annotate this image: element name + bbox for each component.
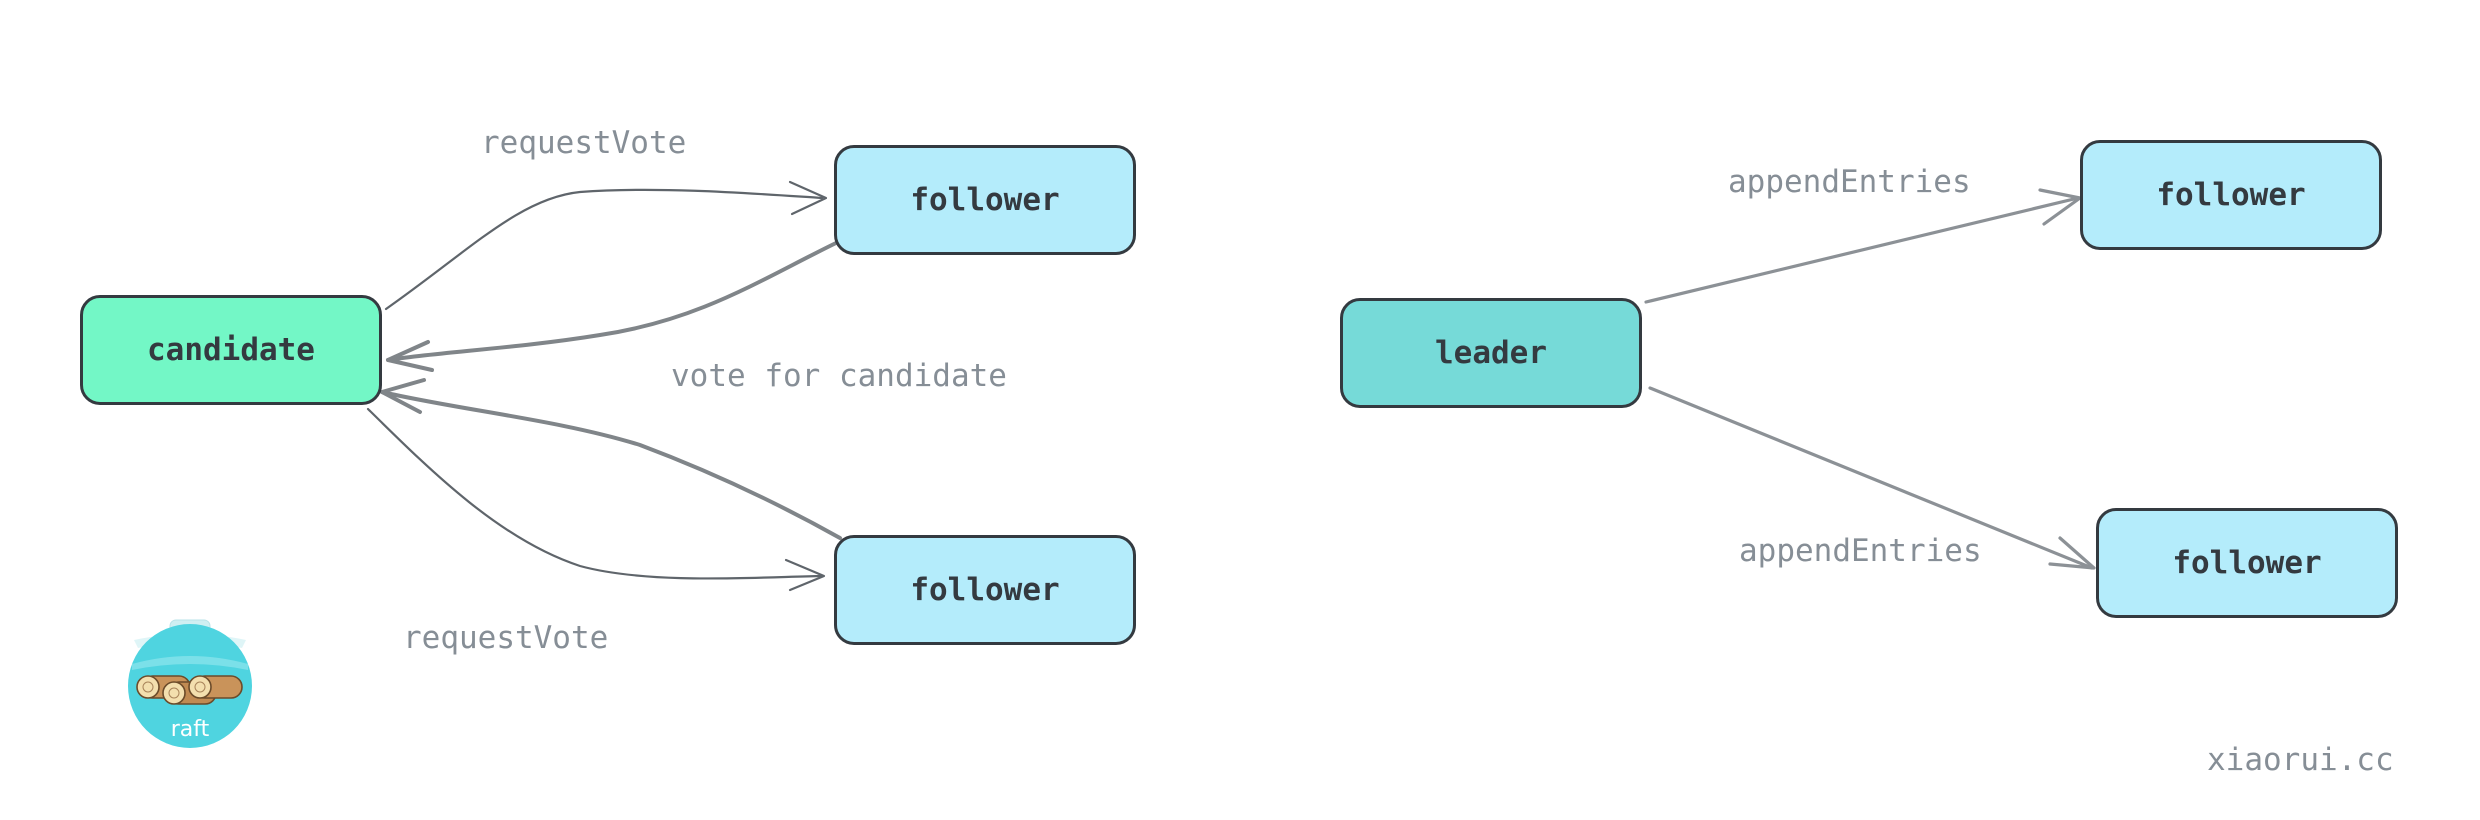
follower-node-right-top: follower	[2080, 140, 2382, 250]
edge-request-vote-top	[384, 188, 824, 311]
edge-request-vote-bottom-arrowhead	[784, 558, 826, 592]
leader-node: leader	[1340, 298, 1642, 408]
label-request-vote-bottom: requestVote	[403, 620, 609, 656]
watermark: xiaorui.cc	[2207, 742, 2394, 778]
edge-append-entries-bottom-arrowhead	[2048, 536, 2096, 570]
candidate-node: candidate	[80, 295, 382, 405]
label-vote-for-candidate: vote for candidate	[671, 358, 1007, 394]
label-append-entries-top: appendEntries	[1728, 164, 1971, 200]
label-append-entries-bottom: appendEntries	[1739, 533, 1982, 569]
edge-vote-bottom-arrowhead	[380, 378, 426, 414]
edge-append-entries-bottom	[1648, 386, 2094, 570]
label-request-vote-top: requestVote	[481, 125, 687, 161]
edge-vote-top	[386, 241, 838, 362]
follower-node-right-bottom: follower	[2096, 508, 2398, 618]
edge-request-vote-bottom	[366, 407, 824, 580]
edge-vote-bottom	[380, 390, 842, 540]
edge-vote-top-arrowhead	[386, 340, 434, 372]
raft-logo-text: raft	[171, 717, 210, 742]
raft-logo: raft	[124, 618, 256, 748]
edge-append-entries-top	[1644, 196, 2080, 304]
follower-node-bottom: follower	[834, 535, 1136, 645]
follower-node-top: follower	[834, 145, 1136, 255]
edge-request-vote-top-arrowhead	[788, 180, 828, 216]
raft-logs-icon: raft	[128, 619, 252, 748]
